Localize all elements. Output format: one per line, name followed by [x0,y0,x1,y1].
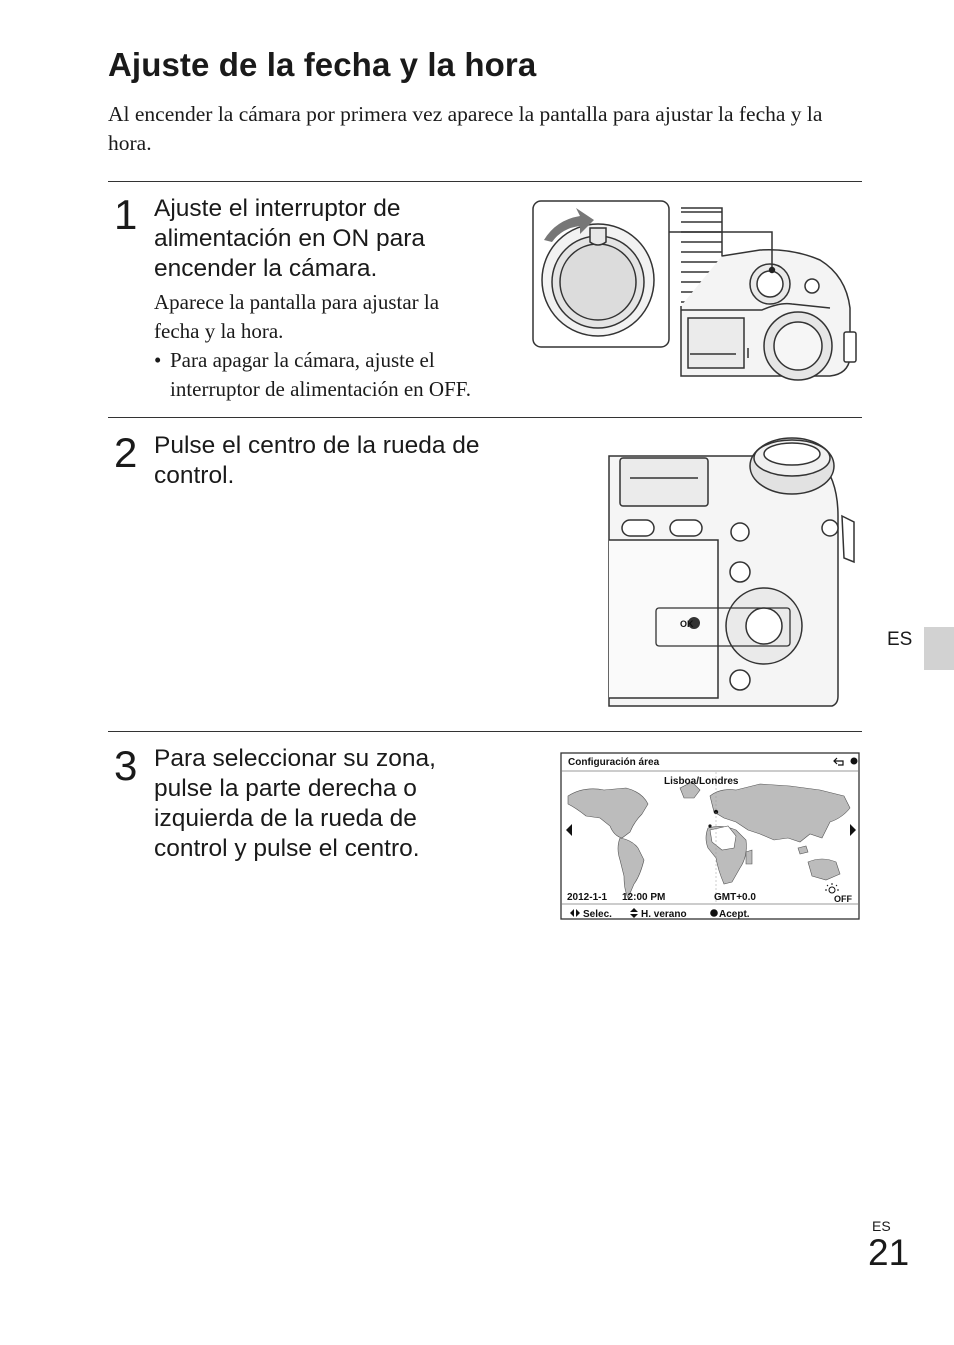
world-map [567,781,851,899]
date-value: 2012-1-1 [567,892,607,903]
highlighted-zone [709,825,737,851]
text-line: fecha y la hora. [154,319,284,343]
text-line: Para apagar la cámara, ajuste el [170,348,435,372]
left-arrow-icon [566,824,572,836]
text-line: alimentación en ON para [154,225,426,252]
bullet-symbol: • [154,348,162,372]
center-dot-icon [850,757,858,765]
text-line: Pulse el centro de la rueda de [154,432,480,459]
side-tab-label: ES [887,629,913,650]
intro-paragraph: Al encender la cámara por primera vez ap… [108,102,823,155]
step-1-number: 1 [114,191,138,238]
text-line: pulse la parte derecha o [154,775,417,802]
step-1-instruction: Ajuste el interruptor de alimentación en… [154,194,425,284]
divider [108,731,862,732]
time-value: 12:00 PM [622,892,665,903]
screen-header: Configuración área [568,757,660,768]
text-line: Aparece la pantalla para ajustar la [154,290,440,314]
text-line: Ajuste el interruptor de [154,195,401,222]
left-right-icon [570,909,580,917]
side-tab [924,627,954,670]
city-marker [708,824,712,828]
up-down-icon [630,908,638,918]
footer-summer: H. verano [641,909,687,920]
text-line: control. [154,462,235,489]
back-icon [833,757,844,766]
gmt-value: GMT+0.0 [714,892,756,903]
step-1-note: Aparece la pantalla para ajustar la fech… [154,288,439,346]
text-line: Para seleccionar su zona, [154,745,436,772]
step-3-number: 3 [114,742,138,789]
summer-time-status: OFF [834,894,852,904]
footer-accept: Acept. [719,909,750,920]
step-3-instruction: Para seleccionar su zona, pulse la parte… [154,744,436,864]
step-1-bullet-continuation: interruptor de alimentación en OFF. [170,377,471,401]
footer-language: ES [872,1218,891,1234]
area-setting-screen: Configuración área Lisboa/Londres 2012-1… [560,752,860,920]
right-arrow-icon [850,824,856,836]
text-line: control y pulse el centro. [154,835,420,862]
step-2-number: 2 [114,429,138,476]
footer-select: Selec. [583,909,612,920]
divider [108,181,862,182]
divider [108,417,862,418]
summer-time-icon [825,883,839,894]
page-title: Ajuste de la fecha y la hora [108,46,537,83]
text-line: encender la cámara. [154,255,378,282]
step-2-instruction: Pulse el centro de la rueda de control. [154,431,480,491]
ok-label: OK [680,619,694,629]
step-1-bullet: • Para apagar la cámara, ajuste el [154,346,435,375]
page-number: 21 [868,1232,910,1273]
center-button-icon [710,909,718,917]
text-line: izquierda de la rueda de [154,805,417,832]
power-switch-illustration [532,200,857,381]
camera-back-illustration: OK [608,437,855,707]
city-name: Lisboa/Londres [664,776,739,787]
